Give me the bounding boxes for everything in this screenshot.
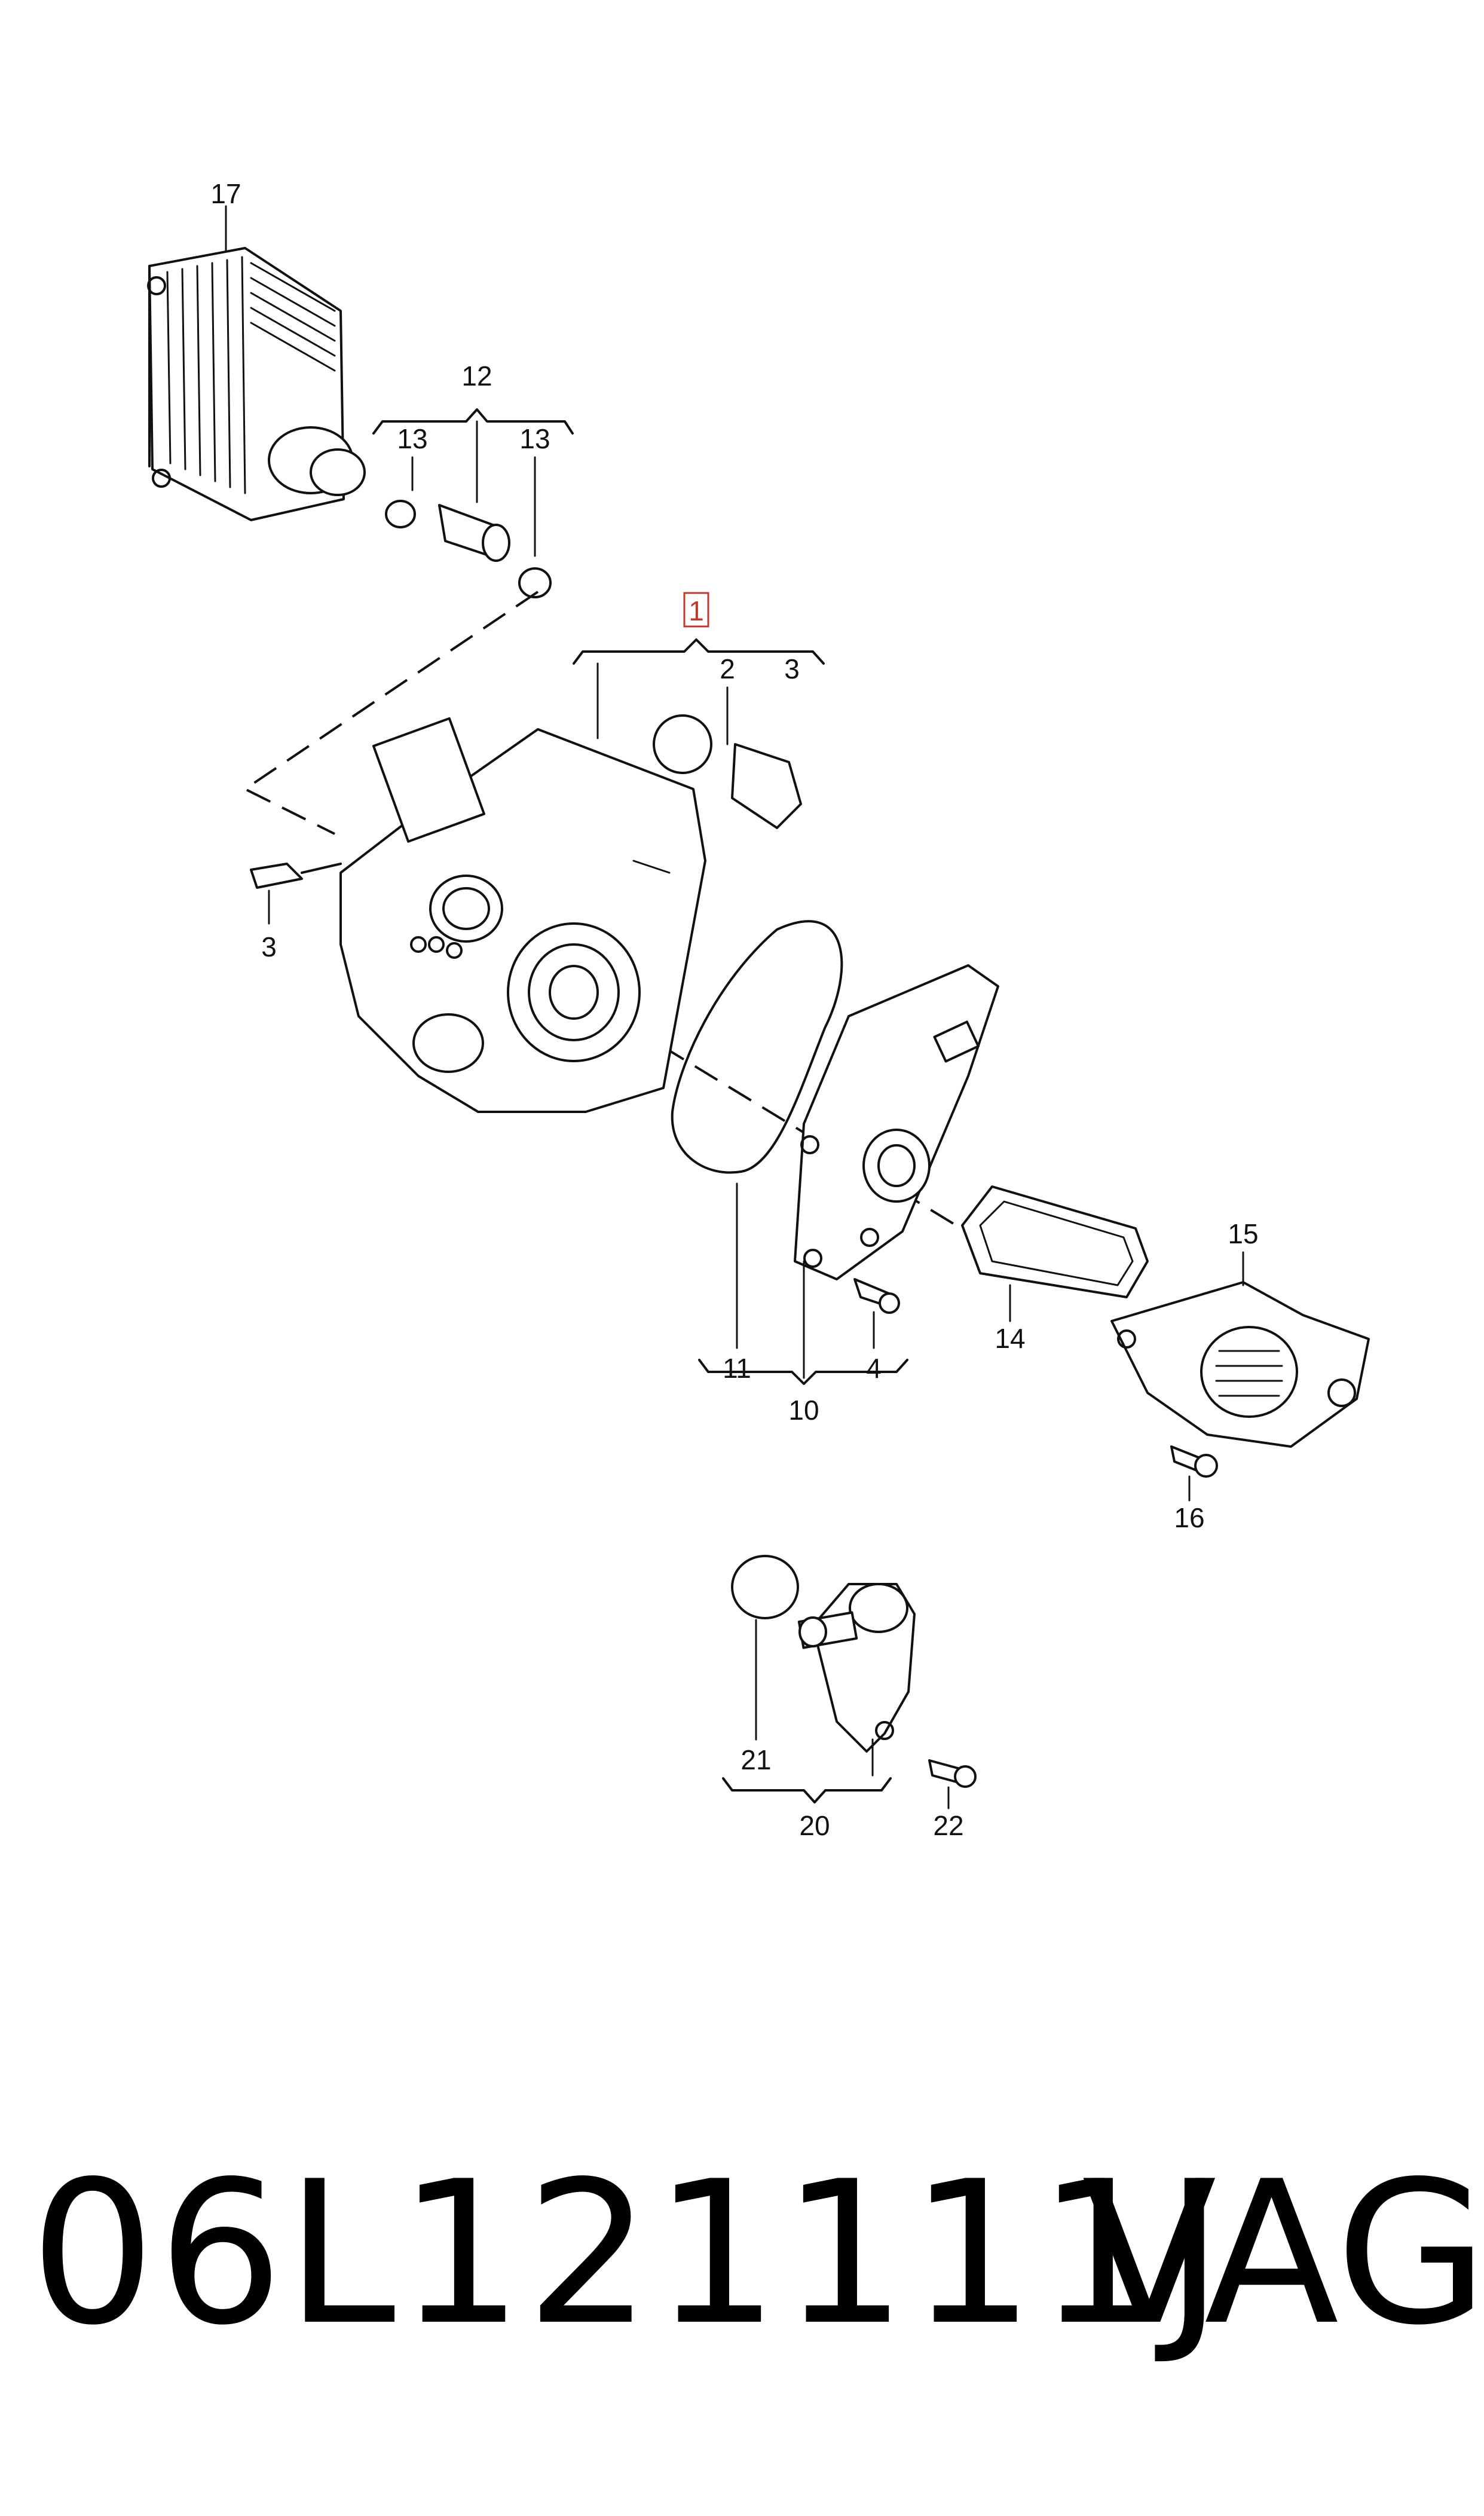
coolant-flange-part-20: [797, 1583, 916, 1753]
bracket-12: [372, 408, 574, 435]
bracket-10: [698, 1359, 908, 1385]
part-number: 06L121111J: [30, 2139, 1226, 2368]
callout-13-a: 13: [397, 423, 427, 454]
callout-3-top: 3: [784, 653, 800, 684]
callout-15: 15: [1228, 1218, 1258, 1249]
callout-21: 21: [741, 1744, 771, 1775]
bolt-part-22: [928, 1759, 977, 1788]
callout-12: 12: [461, 360, 492, 392]
callout-10: 10: [788, 1395, 819, 1426]
alignment-line-cooler: [243, 591, 539, 835]
callout-20: 20: [799, 1810, 830, 1841]
gasket-part-2: [653, 714, 802, 829]
callout-11: 11: [723, 1353, 751, 1384]
callout-17: 17: [210, 178, 241, 209]
callout-1-highlight-box: [683, 592, 709, 628]
callout-14: 14: [995, 1323, 1025, 1354]
oil-cooler-part-17: [147, 247, 366, 521]
connector-part-12: [385, 500, 552, 598]
bolt-part-16: [1170, 1445, 1218, 1478]
bolt-part-3: [250, 863, 342, 889]
callout-1: 1: [689, 595, 704, 626]
bolt-part-4: [853, 1278, 900, 1314]
toothed-belt-part-14: [961, 1185, 1149, 1298]
belt-cover-part-15: [1110, 1281, 1370, 1448]
thermostat-housing-part-1: [339, 717, 706, 1113]
callout-13-b: 13: [519, 423, 550, 454]
bracket-1: [573, 638, 825, 665]
callout-4: 4: [866, 1353, 882, 1384]
callout-16: 16: [1174, 1502, 1204, 1533]
callout-22: 22: [933, 1810, 963, 1841]
seal-part-21: [731, 1555, 799, 1619]
bracket-20: [722, 1777, 892, 1803]
footer: 06L121111J VAG: [0, 2128, 1484, 2379]
callout-3-bottom: 3: [261, 931, 277, 962]
water-pump-part-10: [794, 964, 999, 1280]
callout-2: 2: [720, 653, 735, 684]
seal-part-11: [671, 920, 843, 1174]
brand-name: VAG: [1082, 2139, 1484, 2368]
